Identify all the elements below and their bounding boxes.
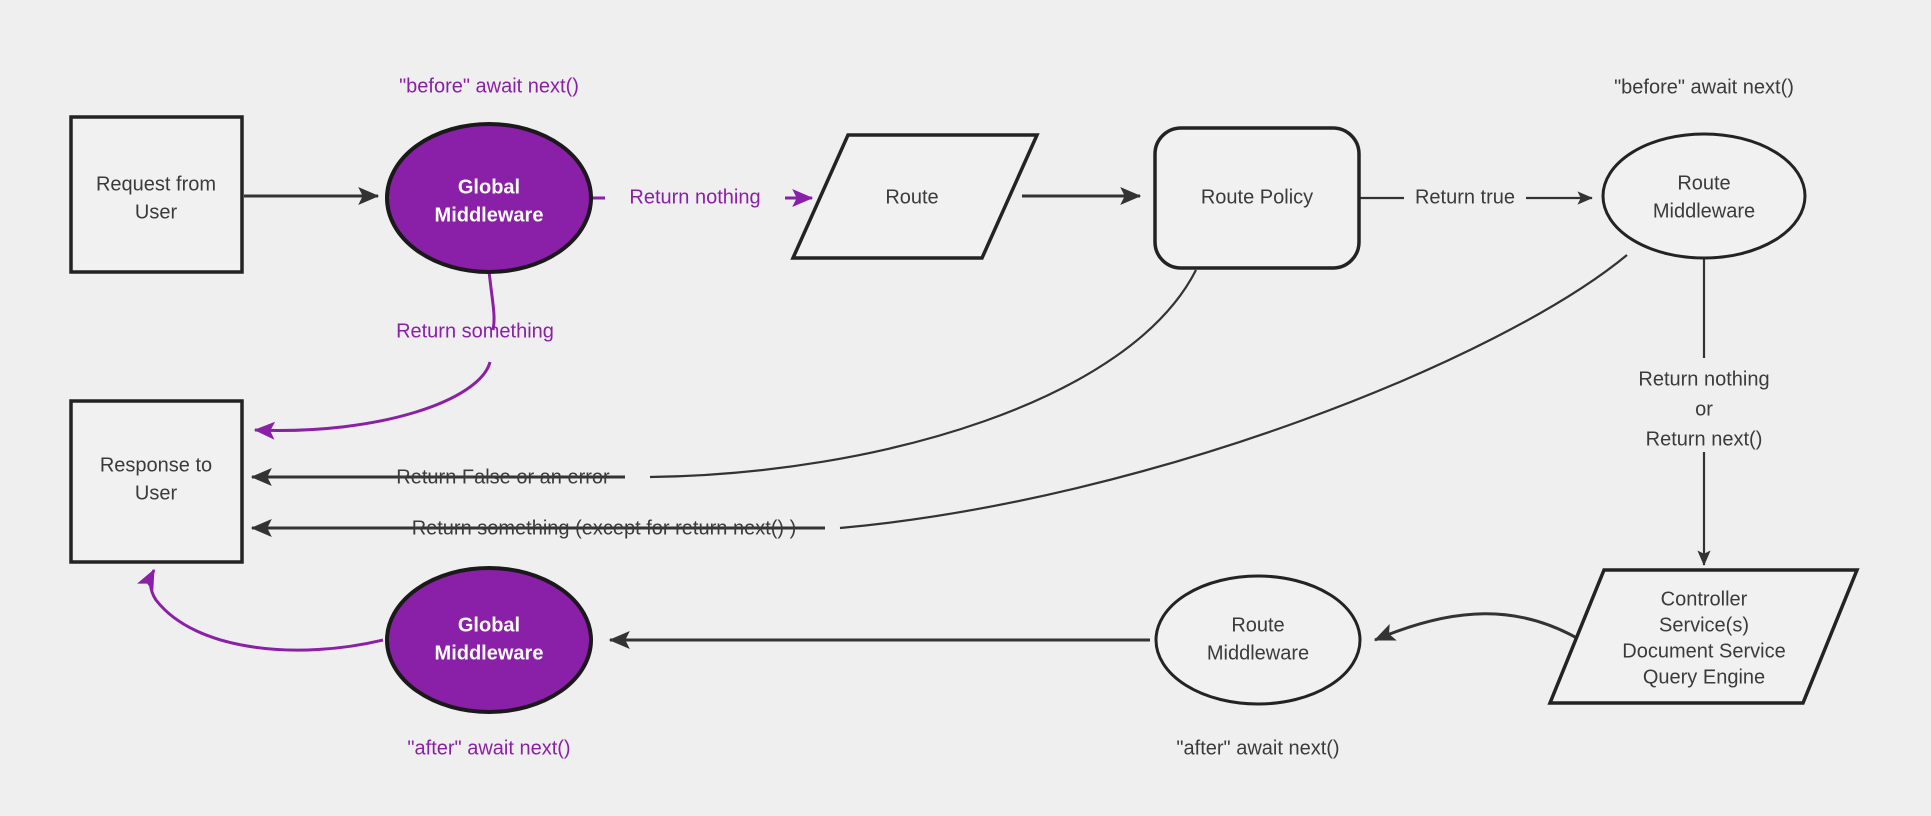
controller-parallelogram — [1547, 568, 1860, 705]
controller-label-line3: Document Service — [1622, 640, 1785, 662]
controller-label-line2: Service(s) — [1659, 614, 1749, 636]
controller-label-line1: Controller — [1661, 588, 1748, 610]
route-policy-box — [1153, 126, 1361, 270]
edge-label-return-something: Return something — [396, 320, 554, 342]
annotation-after-await-next-route: "after" await next() — [1176, 737, 1339, 759]
edge-return-something-to-response — [253, 361, 492, 440]
route-middleware-top-ellipse — [1601, 132, 1807, 260]
controller-label-line4: Query Engine — [1643, 666, 1765, 688]
route-middleware-bottom-ellipse — [1154, 574, 1362, 706]
response-to-user-box — [69, 399, 244, 564]
node-route-middleware-bottom[interactable]: Route Middleware — [1154, 574, 1362, 706]
route-policy-label: Route Policy — [1201, 186, 1313, 208]
request-from-user-label-line1: Request from — [96, 173, 216, 195]
route-middleware-top-label-line1: Route — [1677, 172, 1730, 194]
route-middleware-bottom-label-line2: Middleware — [1207, 642, 1309, 664]
edge-label-return-something-except: Return something (except for return next… — [412, 517, 797, 539]
annotation-before-await-next-route: "before" await next() — [1614, 76, 1794, 98]
node-controller-services[interactable]: Controller Service(s) Document Service Q… — [1547, 568, 1860, 705]
annotation-before-await-next-global: "before" await next() — [399, 75, 579, 97]
edge-route-policy-to-return-false-label — [649, 269, 1197, 479]
edge-route-middleware-to-return-something-except-label — [839, 254, 1628, 530]
node-global-middleware-bottom[interactable]: Global Middleware — [385, 566, 593, 714]
edge-label-return-false-or-error: Return False or an error — [396, 466, 610, 488]
global-middleware-top-ellipse — [385, 122, 593, 274]
node-route[interactable]: Route — [790, 133, 1040, 260]
response-to-user-label-line1: Response to — [100, 454, 212, 476]
edge-label-return-nothing-or-next-line1: Return nothing — [1638, 368, 1769, 390]
route-middleware-bottom-label-line1: Route — [1231, 614, 1284, 636]
route-label: Route — [885, 186, 938, 208]
node-route-middleware-top[interactable]: Route Middleware — [1601, 132, 1807, 260]
global-middleware-top-label-line2: Middleware — [435, 204, 544, 226]
edge-label-return-nothing-or-next-line3: Return next() — [1646, 428, 1763, 450]
global-middleware-bottom-ellipse — [385, 566, 593, 714]
global-middleware-bottom-label-line2: Middleware — [435, 642, 544, 664]
global-middleware-top-label-line1: Global — [458, 176, 520, 198]
annotation-after-await-next-global: "after" await next() — [407, 737, 570, 759]
edge-label-return-true: Return true — [1415, 186, 1515, 208]
edge-label-return-nothing: Return nothing — [629, 186, 760, 208]
edge-global-middleware-bottom-to-response — [137, 568, 384, 652]
edge-label-return-nothing-or-next-line2: or — [1695, 398, 1713, 420]
edge-controller-to-route-middleware-bottom — [1373, 612, 1591, 648]
node-response-to-user[interactable]: Response to User — [69, 399, 244, 564]
request-from-user-box — [69, 115, 244, 274]
response-to-user-label-line2: User — [135, 482, 178, 504]
global-middleware-bottom-label-line1: Global — [458, 614, 520, 636]
node-request-from-user[interactable]: Request from User — [69, 115, 244, 274]
node-global-middleware-top[interactable]: Global Middleware — [385, 122, 593, 274]
request-from-user-label-line2: User — [135, 201, 178, 223]
node-route-policy[interactable]: Route Policy — [1153, 126, 1361, 270]
edge-global-middleware-return-something-stub — [487, 270, 496, 331]
route-middleware-top-label-line2: Middleware — [1653, 200, 1755, 222]
route-parallelogram — [790, 133, 1040, 260]
